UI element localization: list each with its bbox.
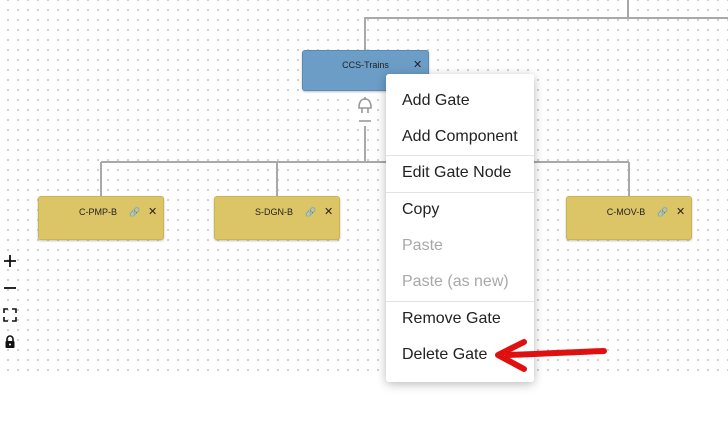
menu-item-delete-gate[interactable]: Delete Gate — [402, 346, 488, 363]
zoom-out-button[interactable] — [0, 278, 20, 298]
close-icon[interactable]: ✕ — [324, 206, 334, 218]
menu-item-paste: Paste — [402, 237, 443, 254]
zoom-in-button[interactable] — [0, 251, 20, 271]
annotation-arrow-icon — [495, 339, 607, 372]
component-node-c-pmp-b[interactable]: C-PMP-B 🔗 ✕ — [38, 196, 164, 240]
context-menu: Add Gate Add Component Edit Gate Node Co… — [386, 74, 534, 382]
link-icon[interactable]: 🔗 — [129, 207, 141, 217]
lock-button[interactable] — [0, 332, 20, 352]
menu-item-paste-as-new: Paste (as new) — [402, 273, 509, 290]
menu-divider — [386, 192, 534, 193]
close-icon[interactable]: ✕ — [413, 59, 423, 71]
fault-tree-canvas[interactable]: CCS-Trains ✕ C-PMP-B 🔗 ✕ S-DGN-B 🔗 ✕ C-M… — [0, 0, 728, 372]
component-node-c-mov-b[interactable]: C-MOV-B 🔗 ✕ — [566, 196, 692, 240]
or-gate-icon[interactable] — [354, 96, 376, 126]
component-node-label: S-DGN-B — [255, 207, 293, 217]
close-icon[interactable]: ✕ — [676, 206, 686, 218]
link-icon[interactable]: 🔗 — [657, 207, 669, 217]
lock-icon — [5, 335, 15, 348]
menu-item-edit-gate-node[interactable]: Edit Gate Node — [402, 164, 512, 181]
fit-view-button[interactable] — [0, 305, 20, 325]
menu-item-remove-gate[interactable]: Remove Gate — [402, 310, 501, 327]
component-node-label: C-MOV-B — [606, 207, 646, 217]
link-icon[interactable]: 🔗 — [305, 207, 317, 217]
menu-item-add-component[interactable]: Add Component — [402, 128, 518, 145]
component-node-label: C-PMP-B — [79, 207, 117, 217]
menu-divider — [386, 155, 534, 156]
close-icon[interactable]: ✕ — [148, 206, 158, 218]
tree-edges — [100, 0, 728, 196]
gate-node-label: CCS-Trains — [342, 60, 389, 70]
menu-divider — [386, 301, 534, 302]
menu-item-add-gate[interactable]: Add Gate — [402, 92, 470, 109]
component-node-s-dgn-b[interactable]: S-DGN-B 🔗 ✕ — [214, 196, 340, 240]
plus-icon — [4, 255, 16, 267]
fit-view-icon — [3, 308, 17, 322]
minus-icon — [4, 287, 16, 289]
edge-parent-to-gate — [364, 17, 728, 50]
menu-item-copy[interactable]: Copy — [402, 201, 440, 218]
